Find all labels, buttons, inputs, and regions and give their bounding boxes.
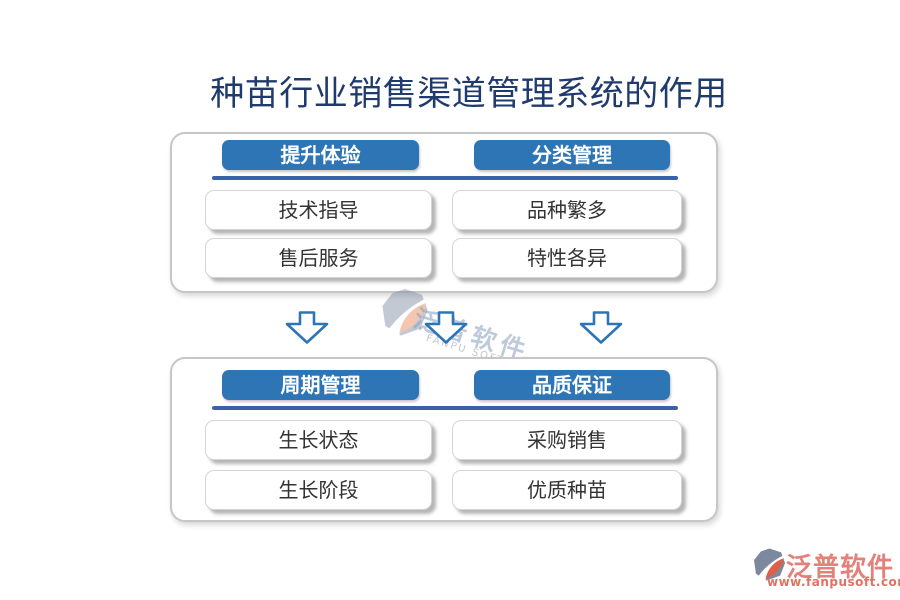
panel-divider <box>212 176 678 180</box>
down-arrow-icon <box>285 311 329 344</box>
panel-divider <box>212 406 678 410</box>
down-arrow-icon <box>579 311 623 344</box>
footer-brand-name: 泛普软件 <box>786 553 895 583</box>
panel-top: 提升体验 分类管理 技术指导 品种繁多 售后服务 特性各异 <box>170 132 718 293</box>
item-box: 特性各异 <box>452 238 682 278</box>
fanpu-logo-icon <box>382 289 428 337</box>
footer-brand: 泛普软件 www.fanpusoft.com <box>754 547 900 592</box>
item-box: 售后服务 <box>205 238 432 278</box>
item-box: 技术指导 <box>205 190 432 230</box>
header-pinzhi-baozheng: 品质保证 <box>474 370 670 400</box>
item-box: 品种繁多 <box>452 190 682 230</box>
watermark: 泛普软件 FANPU SOFTWARE <box>382 287 602 378</box>
header-zhouqi-guanli: 周期管理 <box>222 370 419 400</box>
item-box: 生长状态 <box>205 420 432 460</box>
down-arrow-icon <box>424 311 468 344</box>
item-box: 生长阶段 <box>205 470 432 510</box>
fanpu-logo-icon <box>754 548 785 582</box>
item-box: 采购销售 <box>452 420 682 460</box>
footer-brand-url: www.fanpusoft.com <box>767 575 900 589</box>
header-fenlei-guanli: 分类管理 <box>474 140 670 170</box>
header-tisheng-tiyan: 提升体验 <box>222 140 419 170</box>
item-box: 优质种苗 <box>452 470 682 510</box>
page-title: 种苗行业销售渠道管理系统的作用 <box>210 74 728 114</box>
panel-bottom: 周期管理 品质保证 生长状态 采购销售 生长阶段 优质种苗 <box>170 357 718 522</box>
